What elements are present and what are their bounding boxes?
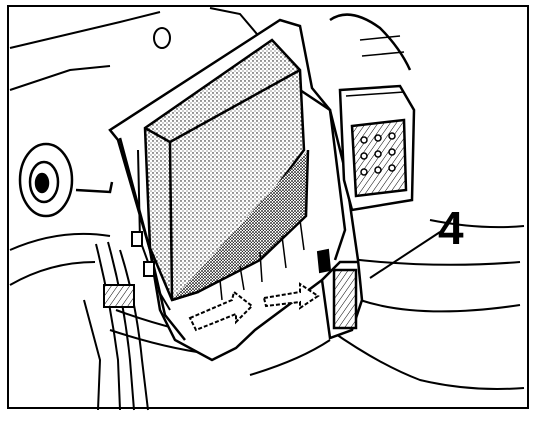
module-wires xyxy=(131,149,171,311)
vehicle-body-panels xyxy=(9,7,525,390)
callout-leader-line xyxy=(369,231,441,279)
callout-number-4: 4 xyxy=(438,202,464,254)
direction-arrows xyxy=(188,248,332,332)
body-hole xyxy=(153,27,171,49)
control-module xyxy=(143,38,310,302)
harness-connector xyxy=(329,13,416,212)
mounting-boss xyxy=(18,142,114,218)
wiring-harness-left xyxy=(83,241,231,411)
